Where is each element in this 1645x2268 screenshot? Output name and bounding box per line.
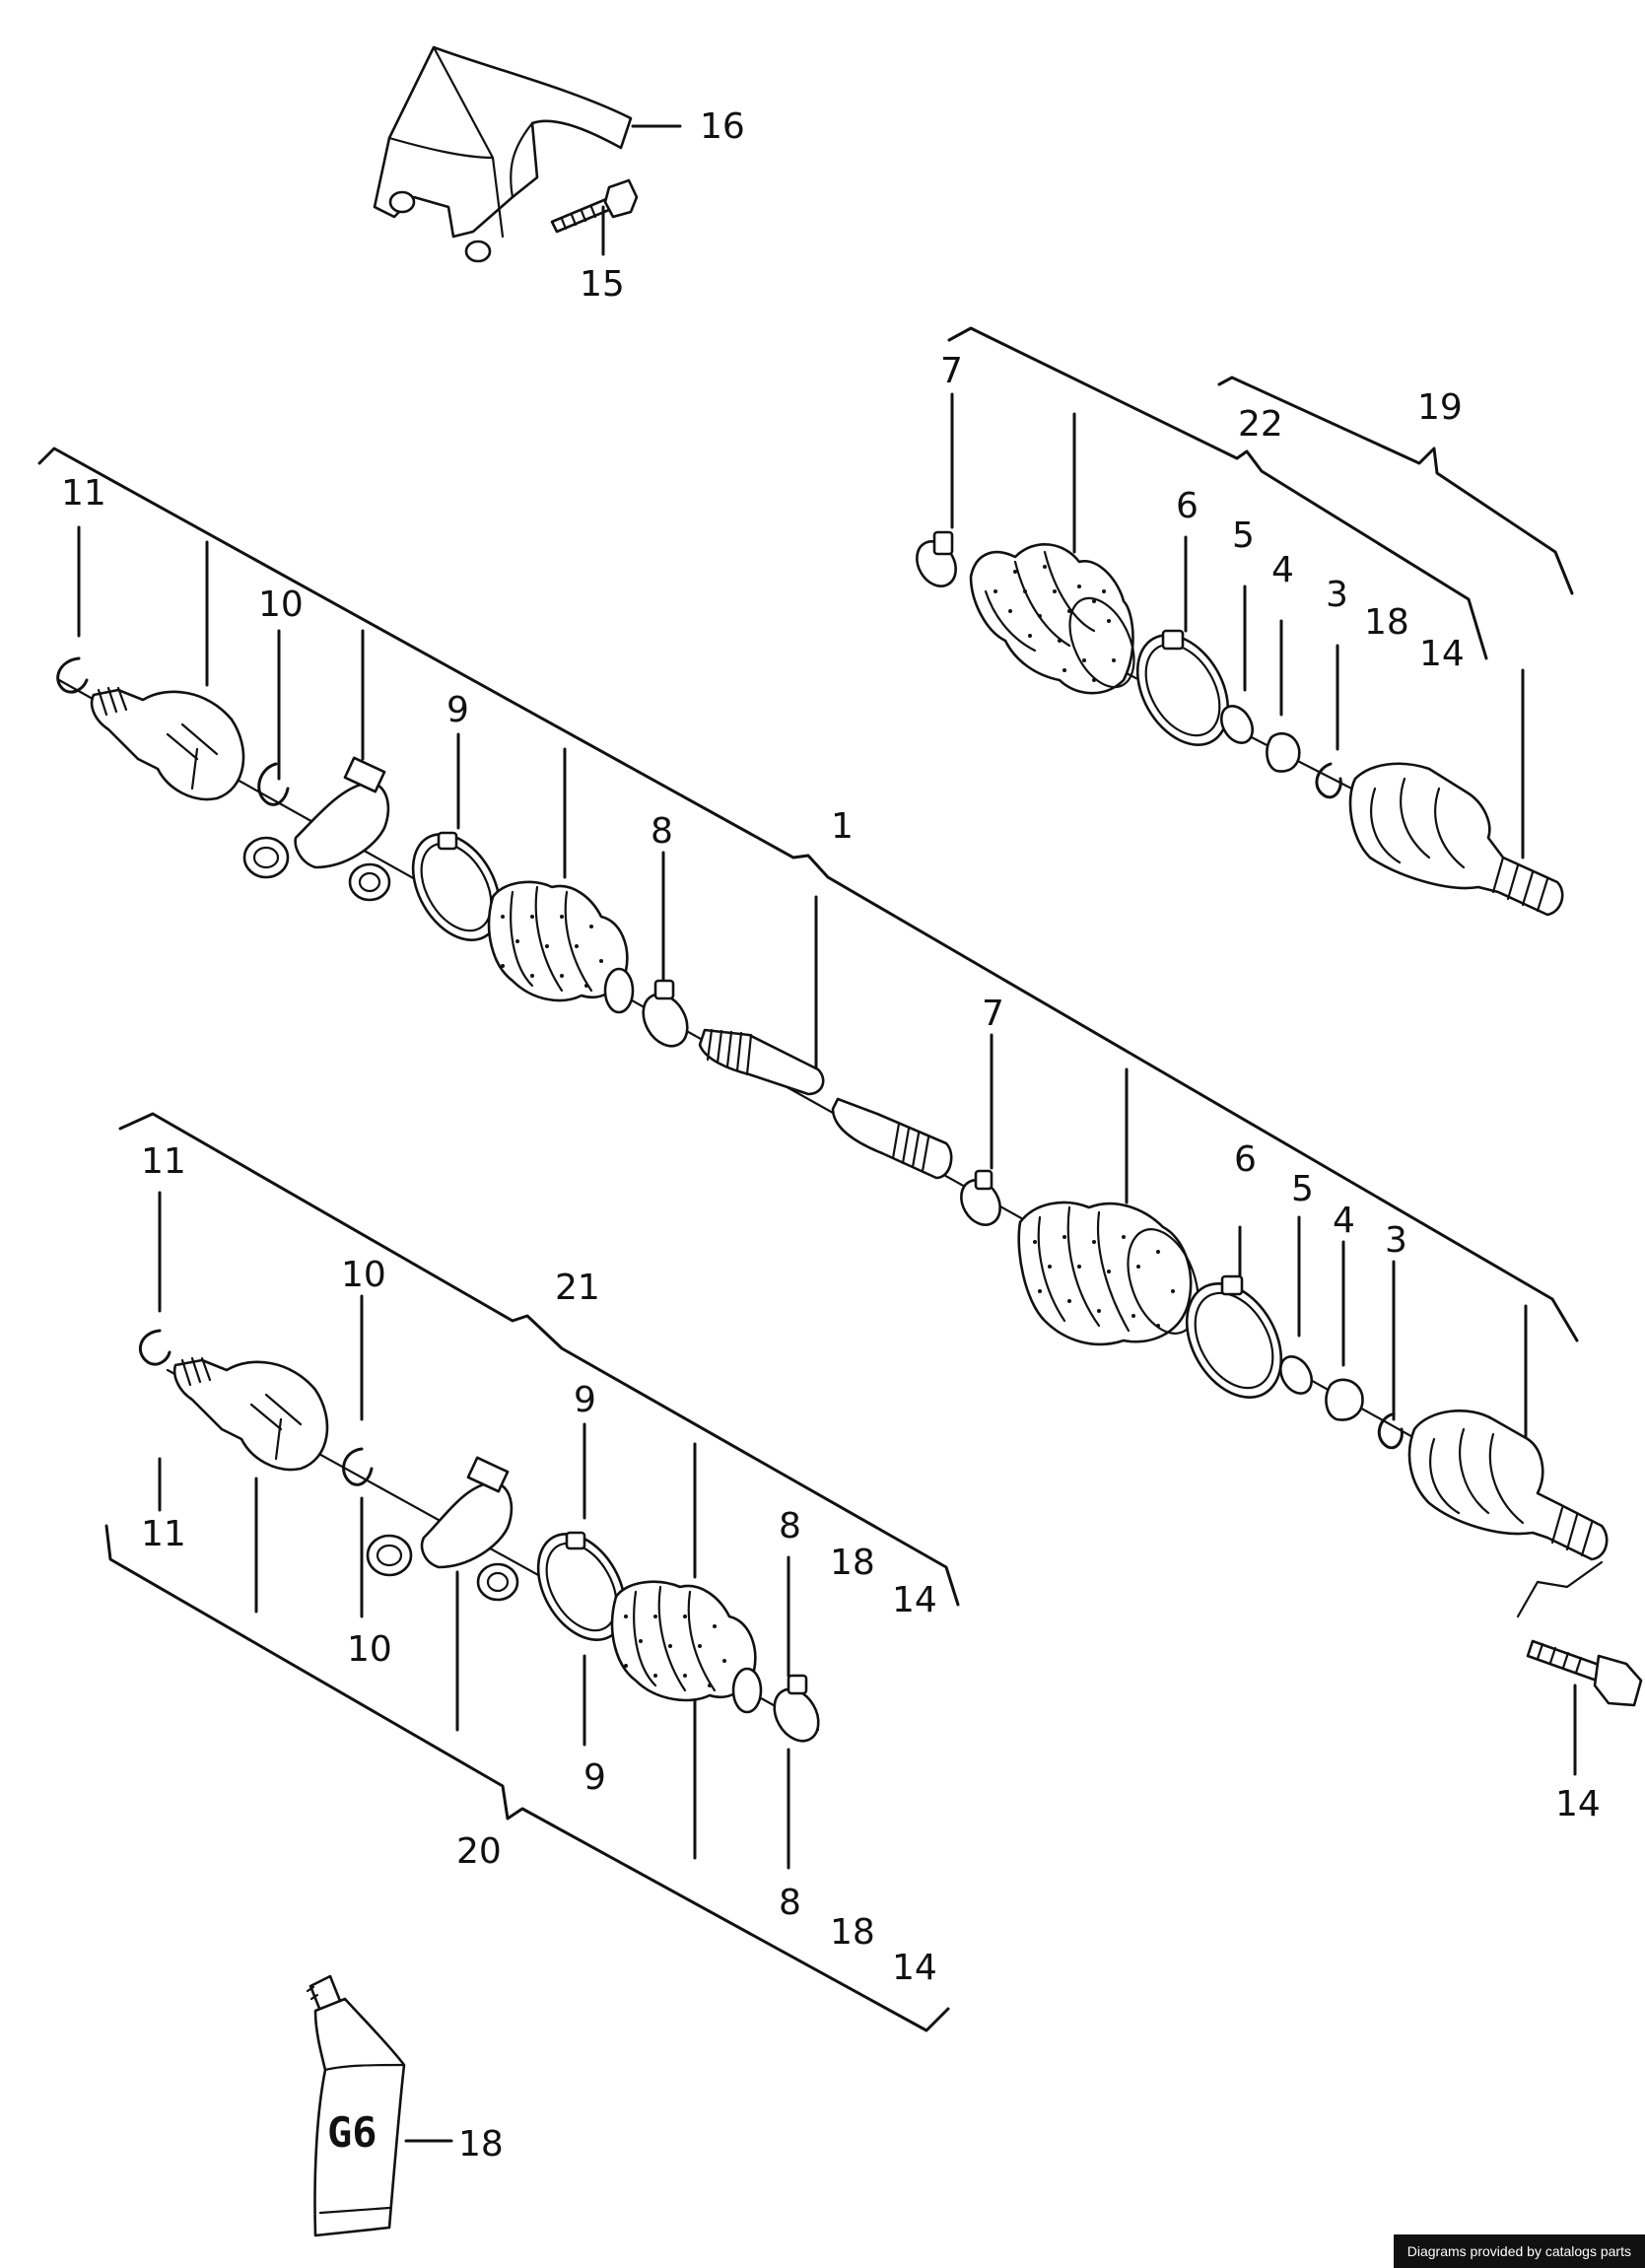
callout-8-lower-bottom: 8 [779,1883,801,1923]
callout-10-lower-bottom: 10 [347,1629,392,1670]
callout-5-upper: 5 [1232,515,1255,556]
tripod-joint-lower [366,1456,519,1602]
hose-clamp-upper-7 [916,530,957,587]
callout-3-upper: 3 [1326,575,1348,615]
circlip-main-10 [257,762,290,806]
washer-upper-5 [1219,705,1255,744]
callout-11-lower-bottom: 11 [141,1514,186,1554]
callout-14-lower-bottom: 14 [892,1948,937,1988]
callout-11-main: 11 [61,473,106,514]
callout-15: 15 [580,264,625,305]
grease-tube-label: G6 [327,2108,377,2157]
callout-20: 20 [456,1831,502,1872]
washer-main-5 [1278,1355,1314,1395]
boot-upper [969,543,1135,695]
circlip-upper-3 [1315,762,1342,799]
hose-clamp-large-main-6 [1185,1274,1283,1399]
hose-clamp-large-upper-6 [1135,629,1230,746]
attribution-footer: Diagrams provided by catalogs parts [1393,2234,1645,2268]
callout-14-bolt: 14 [1555,1784,1601,1824]
circlip-lower-10 [342,1447,374,1486]
hose-clamp-large-main-9 [411,831,502,942]
callout-11-lower-top: 11 [141,1141,186,1182]
callout-18-lower-top: 18 [830,1543,875,1583]
callout-9-lower-top: 9 [574,1380,596,1420]
callout-8-lower-top: 8 [779,1506,801,1546]
callout-9-main: 9 [446,690,469,730]
callout-6-upper: 6 [1176,486,1199,526]
callout-3-main: 3 [1385,1220,1407,1261]
callout-7-upper: 7 [940,351,963,391]
inner-cv-joint-main [90,686,245,801]
callout-21: 21 [555,1268,600,1308]
callout-4-upper: 4 [1271,550,1294,590]
driveshaft-main-1 [698,1028,953,1180]
tripod-joint-main [242,756,391,902]
outer-cv-joint-main [1407,1409,1609,1561]
bolt-leader [1516,1560,1604,1618]
circlip-main-11 [56,656,89,694]
circlip-main-3 [1377,1412,1404,1450]
callout-4-main: 4 [1333,1201,1355,1241]
callout-6-main: 6 [1234,1139,1257,1180]
heat-shield-part-16 [373,45,633,263]
bolt-part-14 [1526,1639,1643,1707]
ring-upper-4 [1266,732,1301,773]
boot-lower [610,1580,763,1714]
hose-clamp-lower-8 [773,1674,820,1743]
hose-clamp-large-lower-9 [536,1531,627,1642]
callout-10-lower-top: 10 [341,1255,386,1295]
ring-main-4 [1325,1378,1364,1421]
callout-1: 1 [831,806,854,847]
callout-19: 19 [1417,387,1463,428]
callout-14-lower-top: 14 [892,1580,937,1620]
callout-18-lower-bottom: 18 [830,1912,875,1953]
hose-clamp-main-8 [642,979,689,1048]
callout-14-upper: 14 [1419,634,1465,674]
callout-22: 22 [1238,404,1283,445]
grease-tube-part-18: G6 [306,1974,406,2237]
callout-10-main: 10 [258,584,304,625]
callout-7-main: 7 [982,994,1004,1034]
callout-18-upper: 18 [1364,602,1409,643]
circlip-lower-11 [138,1329,171,1366]
callout-5-main: 5 [1291,1169,1314,1209]
callout-9-lower-bottom: 9 [583,1757,606,1798]
boot-main-left [487,880,635,1014]
callout-18-grease: 18 [458,2124,504,2165]
hose-clamp-main-7 [960,1169,1001,1226]
bolt-part-15 [550,178,639,234]
boot-main-right [1017,1201,1199,1346]
callout-8-main: 8 [651,811,673,852]
outer-cv-joint-upper [1348,762,1564,917]
inner-cv-joint-lower [172,1356,329,1472]
callout-16: 16 [700,106,745,147]
